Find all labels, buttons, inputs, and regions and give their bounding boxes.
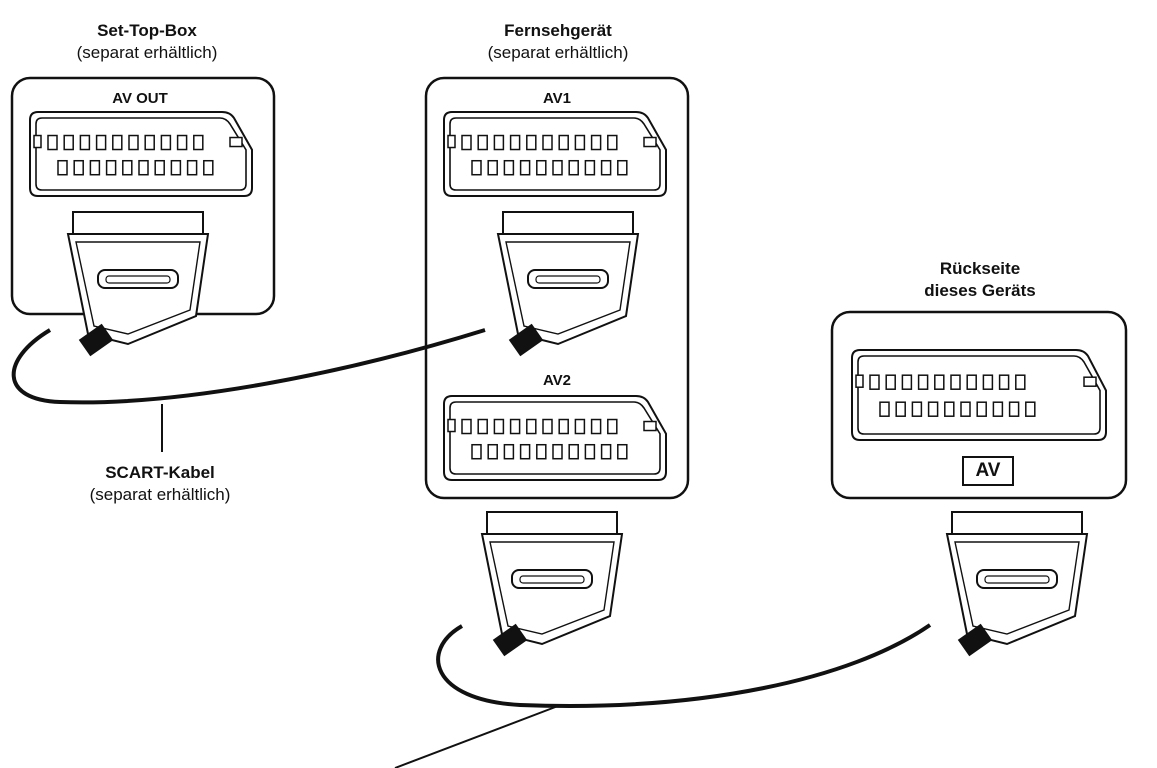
unit-title-line2: dieses Geräts bbox=[924, 281, 1036, 300]
settopbox-port-label: AV OUT bbox=[112, 90, 168, 107]
unit-label: Rückseite dieses Geräts bbox=[850, 258, 1110, 302]
tv-av1-socket bbox=[443, 111, 667, 197]
settopbox-av-out-socket bbox=[29, 111, 253, 197]
tv-title: Fernsehgerät bbox=[504, 21, 612, 40]
cable-leader-lower bbox=[394, 705, 559, 768]
scart-cable-lower bbox=[436, 623, 932, 708]
cable-subtitle: (separat erhältlich) bbox=[89, 485, 231, 504]
tv-label: Fernsehgerät (separat erhältlich) bbox=[430, 20, 686, 64]
tv-port1-label: AV1 bbox=[542, 90, 572, 107]
settopbox-scart-plug bbox=[66, 211, 210, 357]
unit-scart-plug bbox=[945, 511, 1089, 657]
tv-subtitle: (separat erhältlich) bbox=[487, 43, 629, 62]
unit-port-badge: AV bbox=[962, 456, 1014, 486]
settopbox-label: Set-Top-Box (separat erhältlich) bbox=[22, 20, 272, 64]
settopbox-subtitle: (separat erhältlich) bbox=[76, 43, 218, 62]
cable-title: SCART-Kabel bbox=[105, 463, 215, 482]
unit-title-line1: Rückseite bbox=[939, 259, 1021, 278]
tv-av1-scart-plug bbox=[496, 211, 640, 357]
tv-av2-scart-plug bbox=[480, 511, 624, 657]
settopbox-title: Set-Top-Box bbox=[97, 21, 197, 40]
tv-port2-label: AV2 bbox=[542, 372, 572, 389]
tv-av2-socket bbox=[443, 395, 667, 481]
unit-av-socket bbox=[851, 349, 1107, 441]
scart-cable-upper bbox=[11, 328, 486, 405]
cable-label: SCART-Kabel (separat erhältlich) bbox=[40, 462, 280, 506]
